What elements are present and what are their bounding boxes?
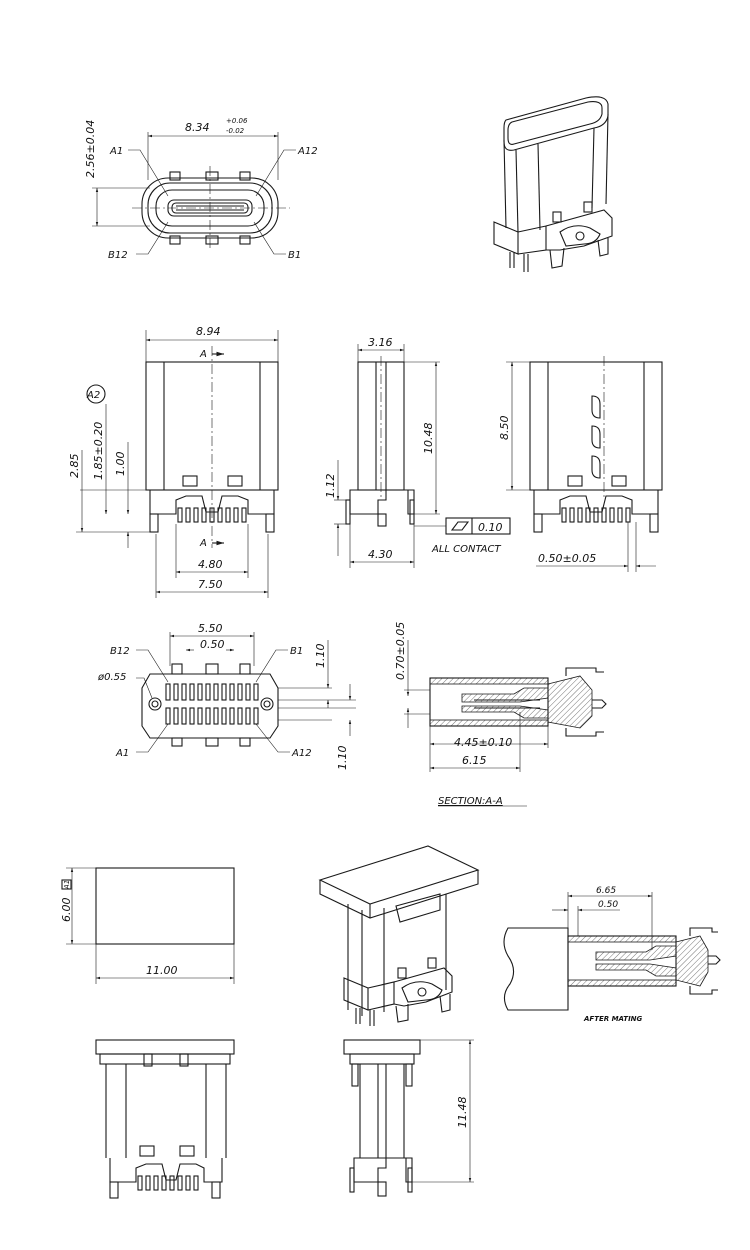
bottom-pin-a12: A12 [291, 748, 312, 759]
front-pin-a1: A1 [109, 146, 123, 157]
front-width-tol-plus: +0.06 [226, 117, 248, 125]
total-height: 11.48 [456, 1097, 469, 1129]
section-marker-bottom: A [199, 538, 207, 549]
side-elevation: 3.16 10.48 1.12 4.30 0.10 ALL CONTACT [324, 336, 511, 568]
dim-4-30: 4.30 [368, 548, 393, 561]
datum-a2: A2 [86, 390, 100, 401]
dim-7-50: 7.50 [198, 578, 223, 591]
dim-4-45: 4.45±0.10 [454, 736, 512, 749]
front-height-dim: 2.56±0.04 [84, 120, 97, 178]
bottom-view: 5.50 0.50 [97, 622, 356, 770]
section-view: 0.70±0.05 4.45±0.10 6.15 SECTION:A-A [394, 622, 607, 807]
body-width-dim: 8.94 [196, 325, 221, 338]
mated-dim-6-65: 6.65 [596, 886, 616, 896]
section-marker-top: A [199, 349, 207, 360]
dim-2-85: 2.85 [68, 454, 81, 479]
section-title: SECTION:A-A [438, 796, 503, 807]
dim-3-16: 3.16 [368, 336, 393, 349]
dim-0-50: 0.50 [200, 638, 225, 651]
dim-0-50-tol: 0.50±0.05 [538, 552, 596, 565]
dim-10-48: 10.48 [422, 423, 435, 455]
isometric-view [493, 96, 613, 272]
capped-side-elevation: 11.48 [343, 1039, 474, 1197]
dim-6-15: 6.15 [462, 754, 487, 767]
cap-height: 6.00 [60, 898, 73, 923]
dim-1-10-top: 1.10 [314, 644, 327, 669]
bottom-pin-b1: B1 [290, 646, 303, 657]
flatness-note: ALL CONTACT [431, 544, 502, 555]
dim-5-50: 5.50 [198, 622, 223, 635]
front-view: 8.34 +0.06 -0.02 2.56±0.04 A1 A12 B12 [84, 117, 318, 261]
dim-1-00: 1.00 [114, 452, 127, 477]
hole-diameter: ø0.55 [97, 672, 126, 683]
front-pin-a12: A12 [297, 146, 318, 157]
front-elevation: 8.94 A A A2 2.85 1.85±0.20 [68, 325, 279, 598]
capped-front-elevation [95, 1039, 235, 1199]
mated-title: AFTER MATING [583, 1015, 643, 1023]
front-width-tol-minus: -0.02 [226, 127, 245, 135]
dim-1-12: 1.12 [324, 474, 337, 499]
front-width-dim: 8.34 [185, 121, 210, 134]
cap-width: 11.00 [146, 964, 178, 977]
bottom-pin-b12: B12 [110, 646, 130, 657]
dim-8-50: 8.50 [498, 416, 511, 441]
front-pin-b1: B1 [288, 250, 301, 261]
cap-isometric [318, 845, 480, 1026]
dim-0-70: 0.70±0.05 [394, 622, 407, 680]
flatness-value: 0.10 [478, 521, 503, 534]
after-mating-view: 6.65 0.50 AFTER MATING [503, 886, 721, 1023]
bottom-pin-a1: A1 [115, 748, 129, 759]
dim-1-85: 1.85±0.20 [92, 422, 105, 480]
mated-dim-0-50: 0.50 [598, 900, 618, 910]
cap-label: A1 [63, 880, 71, 890]
side-elevation-2: 8.50 0.50±0.05 [498, 356, 663, 572]
front-pin-b12: B12 [108, 250, 128, 261]
dim-1-10-bottom: 1.10 [336, 746, 349, 771]
dim-4-80: 4.80 [198, 558, 223, 571]
cap-top-view: 6.00 A1 11.00 [60, 867, 235, 984]
